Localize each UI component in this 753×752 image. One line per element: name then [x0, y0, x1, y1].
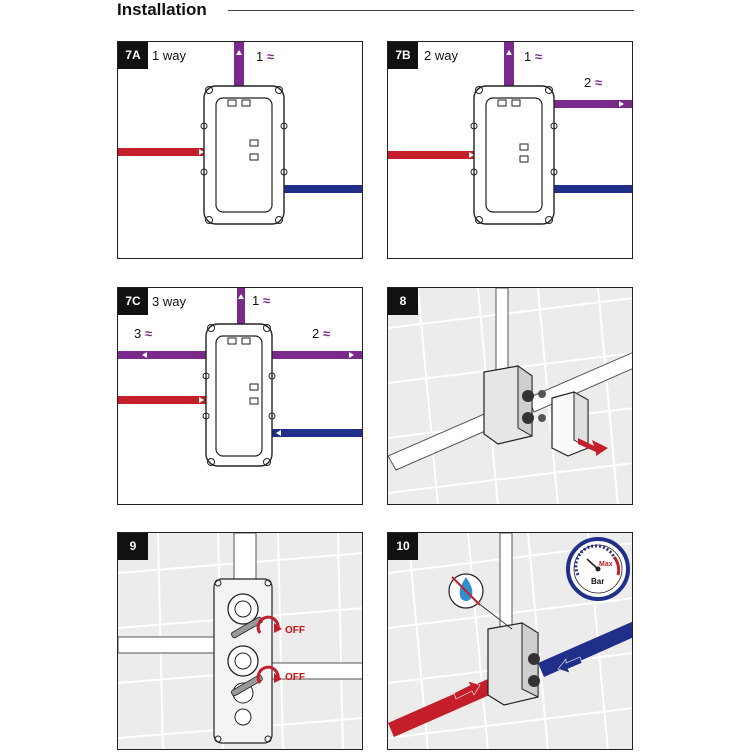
diagram-9 — [118, 533, 362, 749]
step-badge: 7C — [118, 288, 148, 315]
panel-8: 8 — [387, 287, 633, 505]
diagram-7b — [388, 42, 632, 225]
page-title: Installation — [117, 0, 207, 19]
gauge-max-label: Max — [599, 561, 613, 568]
outlet-2-label: 2 ≈ — [312, 326, 330, 341]
panel-7b: 7B 2 way 1 ≈ 2 ≈ — [387, 41, 633, 259]
off-label-1: OFF — [285, 625, 305, 636]
panel-7c: 7C 3 way 1 ≈ 2 ≈ 3 ≈ — [117, 287, 363, 505]
panel-9: 9 OFF OFF — [117, 532, 363, 750]
rotate-arrow-icon — [256, 615, 282, 634]
arrow-icon — [578, 438, 608, 456]
outlet-1-label: 1 ≈ — [524, 49, 542, 64]
panel-7a: 7A 1 way 1 ≈ — [117, 41, 363, 259]
diagram-7a — [118, 42, 362, 225]
step-badge: 7B — [388, 42, 418, 69]
step-caption: 1 way — [152, 48, 186, 63]
wave-icon: ≈ — [144, 326, 152, 341]
diagram-7c — [118, 288, 362, 467]
step-badge: 9 — [118, 533, 148, 560]
wave-icon: ≈ — [322, 326, 330, 341]
step-caption: 2 way — [424, 48, 458, 63]
outlet-1-label: 1 ≈ — [256, 49, 274, 64]
panel-10: 10 Max Bar — [387, 532, 633, 750]
diagram-10 — [388, 533, 632, 749]
wave-icon: ≈ — [262, 293, 270, 308]
wave-icon: ≈ — [594, 75, 602, 90]
step-badge: 7A — [118, 42, 148, 69]
no-water-icon — [448, 573, 484, 609]
off-label-2: OFF — [285, 672, 305, 683]
wave-icon: ≈ — [534, 49, 542, 64]
title-divider — [228, 10, 634, 11]
rotate-arrow-icon — [256, 665, 282, 684]
diagram-8 — [388, 288, 632, 504]
wave-icon: ≈ — [266, 49, 274, 64]
pressure-gauge-icon — [566, 537, 630, 601]
outlet-2-label: 2 ≈ — [584, 75, 602, 90]
gauge-unit-label: Bar — [591, 577, 605, 586]
step-caption: 3 way — [152, 294, 186, 309]
step-badge: 8 — [388, 288, 418, 315]
outlet-1-label: 1 ≈ — [252, 293, 270, 308]
step-badge: 10 — [388, 533, 418, 560]
outlet-3-label: 3 ≈ — [134, 326, 152, 341]
